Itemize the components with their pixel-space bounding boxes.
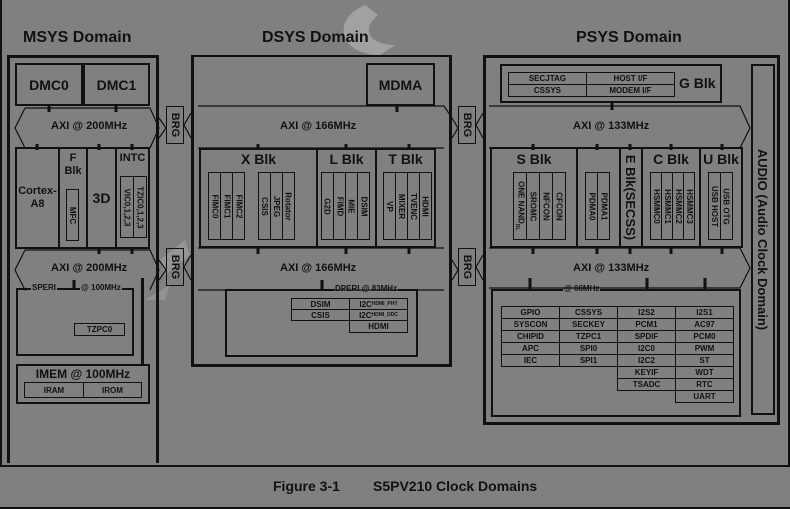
- t-blk: T Blk: [375, 148, 436, 248]
- brg-connector-dsys-bot: [183, 254, 192, 281]
- figure-number: Figure 3-1: [273, 478, 340, 494]
- msys-domain-title: MSYS Domain: [23, 29, 132, 46]
- msys-domain-box: [7, 55, 159, 463]
- msys-speri-bus: [141, 278, 144, 365]
- tzpc0-block: TZPC0: [74, 323, 125, 336]
- cfcon-block: CFCON: [552, 172, 566, 240]
- c-blk-label: C Blk: [653, 151, 689, 167]
- i2c-sub-label: HDMI_DDC: [371, 312, 398, 318]
- cortex-a8-label: Cortex-A8: [18, 185, 57, 210]
- s-blk-label: S Blk: [516, 151, 552, 167]
- usb-otg-block: USB OTG: [720, 172, 733, 240]
- dperi-label: DPERI @ 83MHz: [334, 284, 399, 293]
- psys-axi-top-bus: [489, 105, 751, 149]
- u-blk-label: U Blk: [703, 151, 739, 167]
- mdma-block: MDMA: [366, 63, 435, 106]
- msys-axi-bottom-label: AXI @ 200MHz: [51, 262, 128, 274]
- t-blk-label: T Blk: [388, 151, 423, 167]
- msys-axi-bottom-bus: [14, 249, 160, 291]
- dsys-axi-top-bus: [198, 105, 453, 149]
- brg-connector-psys-top: [475, 112, 484, 139]
- speri-label: SPERI: [31, 283, 58, 292]
- psys-axi-top-label: AXI @ 133MHz: [573, 120, 650, 132]
- intc-label: INTC: [119, 152, 146, 164]
- dsys-axi-bottom-label: AXI @ 166MHz: [280, 262, 357, 274]
- mfc-block: MFC: [66, 189, 79, 241]
- bottom-rule: [0, 507, 790, 509]
- dperi-hdmi: HDMI: [349, 320, 408, 333]
- g-blk-label: G Blk: [679, 75, 716, 91]
- figure-title: S5PV210 Clock Domains: [373, 478, 538, 494]
- speri-clock-label: @ 100MHz: [80, 283, 122, 292]
- i2c-label: I2C: [359, 310, 372, 320]
- brg-connector-msys-top: [158, 117, 167, 139]
- brg-connector-dsys-top: [183, 112, 192, 139]
- pdma1-block: PDMA1: [597, 172, 610, 240]
- brg-connector-psys-bot: [475, 254, 484, 281]
- hsmmc3-block: HSMMC3: [683, 172, 695, 240]
- dmc1-block: DMC1: [83, 63, 150, 106]
- audio-domain: AUDIO (Audio Clock Domain): [751, 64, 775, 415]
- psys-axi-bottom-label: AXI @ 133MHz: [573, 262, 650, 274]
- x-blk-label: X Blk: [240, 151, 276, 167]
- l-blk-label: L Blk: [329, 151, 364, 167]
- irom-block: IROM: [83, 382, 142, 398]
- f-blk-label: F Blk: [64, 152, 82, 177]
- dsys-domain-box: [191, 55, 452, 367]
- psys-domain-title: PSYS Domain: [576, 29, 682, 46]
- figure-frame: [0, 0, 790, 467]
- hdmi-block: HDMI: [419, 172, 432, 240]
- dsim-block: DSIM: [357, 172, 370, 240]
- dsys-domain-title: DSYS Domain: [262, 29, 369, 46]
- msys-axi-top-bus: [14, 107, 160, 149]
- rotator-block: Rotator: [282, 172, 295, 240]
- dmc0-block: DMC0: [15, 63, 83, 106]
- modem-if-cell: MODEM I/F: [585, 84, 676, 97]
- imem-block: IMEM @ 100MHz: [16, 364, 150, 404]
- i2c-sub-label: HDMI_PHY: [371, 301, 398, 307]
- psys-domain-box: [483, 55, 780, 425]
- i2c-label: I2C: [359, 299, 372, 309]
- dsys-axi-top-label: AXI @ 166MHz: [280, 120, 357, 132]
- psys-axi-bottom-bus: [489, 247, 751, 289]
- fimc2-block: FIMC2: [232, 172, 245, 240]
- brg-connector-dsys-top-r: [451, 117, 459, 139]
- brg-connector-dsys-bot-r: [451, 259, 459, 281]
- imem-label: IMEM @ 100MHz: [35, 367, 131, 381]
- brg-connector-msys-bot: [158, 259, 167, 281]
- tzic-block: TZIC0,1,2,3: [133, 176, 147, 238]
- msys-axi-top-label: AXI @ 200MHz: [51, 120, 128, 132]
- pperi-block: [491, 289, 741, 417]
- pperi-cell-uart: UART: [675, 390, 734, 403]
